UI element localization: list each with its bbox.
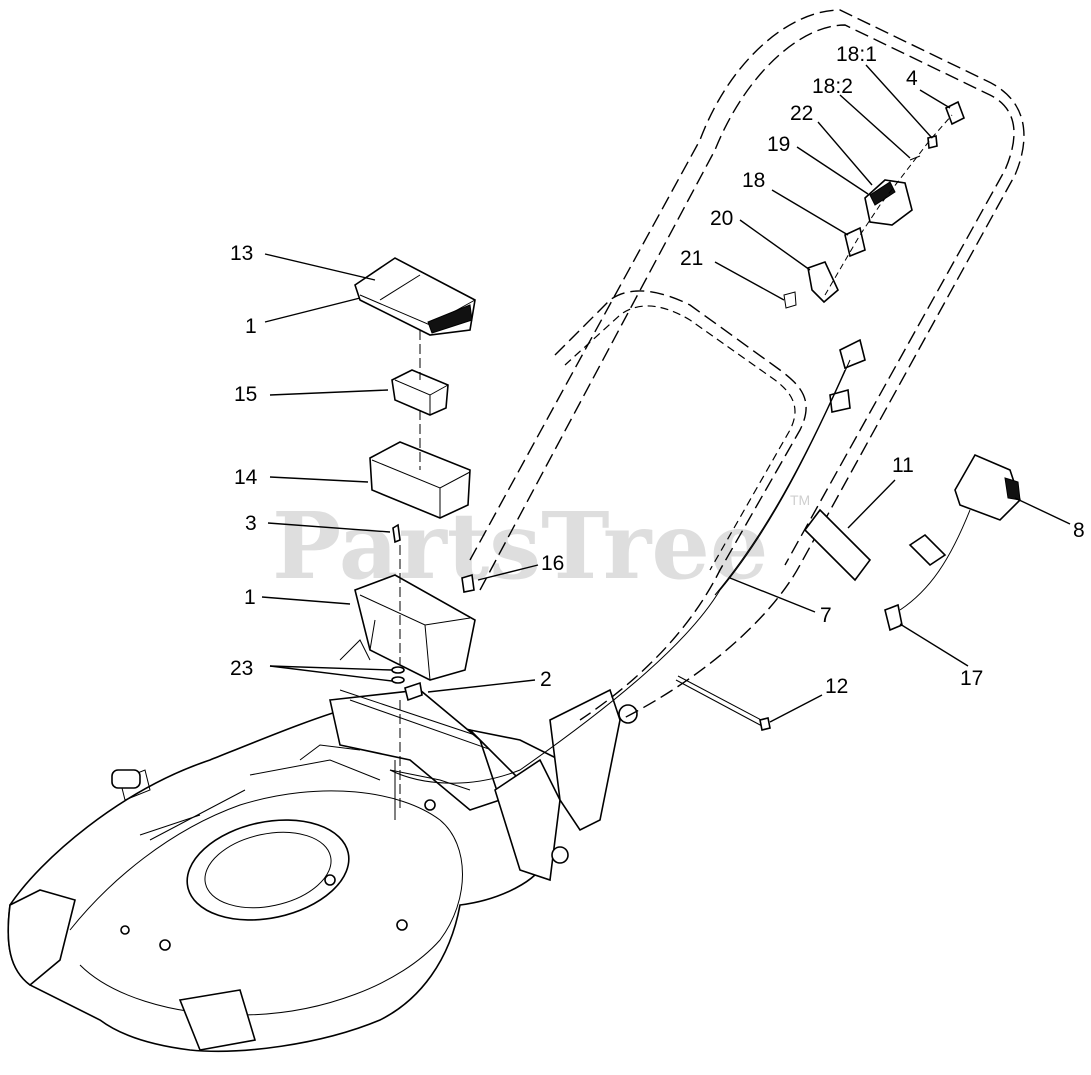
callout-23: 23 <box>230 657 253 680</box>
callout-14: 14 <box>234 466 258 489</box>
callout-22: 22 <box>790 102 813 125</box>
cable-7 <box>389 359 851 784</box>
handle-frame <box>469 9 1025 721</box>
callout-18: 18 <box>742 169 765 192</box>
callout-labels: 13 1 15 14 3 1 16 23 2 18:1 4 18:2 22 19… <box>230 43 1085 698</box>
callout-3: 3 <box>245 512 257 535</box>
callout-21: 21 <box>680 247 703 270</box>
callout-4: 4 <box>906 67 918 90</box>
watermark: PartsTree TM <box>272 492 810 600</box>
leader-lines <box>261 64 1071 723</box>
callout-15: 15 <box>234 383 257 406</box>
watermark-text: PartsTree <box>272 492 768 600</box>
battery-tray <box>354 523 476 702</box>
callout-8: 8 <box>1073 519 1085 542</box>
mower-deck <box>7 639 638 1053</box>
callout-7: 7 <box>820 604 832 627</box>
switch-assembly <box>783 100 966 309</box>
callout-1-tray: 1 <box>244 586 256 609</box>
label-11 <box>803 508 872 582</box>
callout-17: 17 <box>960 667 983 690</box>
callout-16: 16 <box>541 552 564 575</box>
battery <box>369 441 471 519</box>
watermark-trademark: TM <box>790 492 810 508</box>
callout-18-1: 18:1 <box>836 43 877 66</box>
alignment-lines <box>399 330 421 810</box>
cable-tie <box>675 675 771 731</box>
callout-19: 19 <box>767 133 790 156</box>
callout-20: 20 <box>710 207 733 230</box>
callout-11: 11 <box>892 454 914 477</box>
callout-1-cover: 1 <box>245 315 257 338</box>
callout-18-2: 18:2 <box>812 75 853 98</box>
charger <box>884 453 1021 632</box>
foam-pad <box>391 369 449 416</box>
battery-cover <box>354 257 476 336</box>
callout-12: 12 <box>825 675 848 698</box>
callout-2: 2 <box>540 668 552 691</box>
callout-13: 13 <box>230 242 253 265</box>
